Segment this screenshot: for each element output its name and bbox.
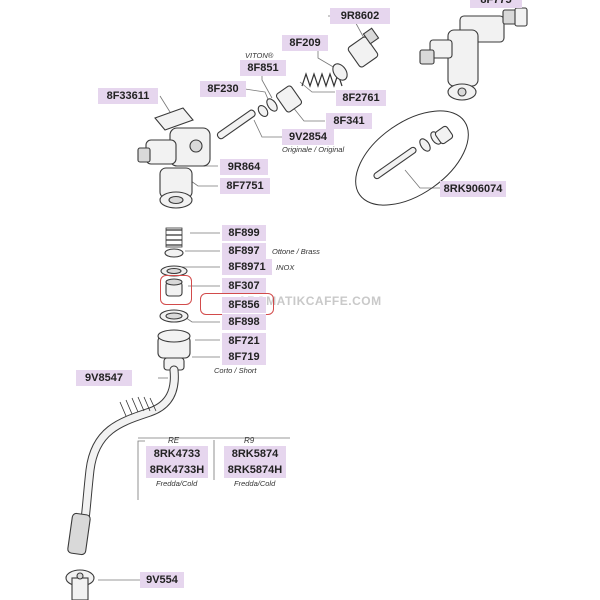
note-originale: Originale / Original: [282, 145, 345, 154]
label-8F851: 8F851: [240, 60, 286, 76]
leader-lines: [98, 15, 440, 581]
label-8F307: 8F307: [222, 278, 266, 294]
label-8RK5874H: 8RK5874H: [224, 462, 286, 478]
label-8F897: 8F897: [222, 243, 266, 259]
note-viton: VITON®: [245, 51, 274, 60]
tip-9V554-drawing: [65, 569, 95, 600]
fitting-9R8602-drawing: [347, 27, 380, 68]
cup-8F230-drawing: [257, 85, 303, 117]
label-8F7751: 8F7751: [220, 178, 270, 194]
label-8F2761: 8F2761: [336, 90, 386, 106]
label-8F775: 8F775: [470, 0, 522, 8]
table-head-re: RE: [168, 436, 180, 445]
label-8F33611: 8F33611: [98, 88, 158, 104]
repair-kit-drawing: [355, 110, 469, 206]
label-8RK5874: 8RK5874: [224, 446, 286, 462]
label-9R8602: 9R8602: [330, 8, 390, 24]
kit-table-frame: [138, 437, 290, 480]
part-8F307-drawing: [165, 278, 183, 297]
steam-pipe-drawing: [67, 365, 179, 556]
label-9R864: 9R864: [220, 159, 268, 175]
spring-8F899-drawing: [165, 227, 183, 248]
note-ottone: Ottone / Brass: [272, 247, 320, 256]
label-8F209: 8F209: [282, 35, 328, 51]
label-9V8547: 9V8547: [76, 370, 132, 386]
note-inox: INOX: [276, 263, 295, 272]
gasket-8F898-drawing: [159, 309, 189, 323]
callout-8F307: [160, 275, 192, 305]
label-8F856: 8F856: [222, 297, 266, 313]
nut-8F209-drawing: [332, 63, 348, 81]
label-8F230: 8F230: [200, 81, 246, 97]
shaft-9V2854-drawing: [216, 109, 256, 140]
label-8F899: 8F899: [222, 225, 266, 241]
label-8F721: 8F721: [222, 333, 266, 349]
washer-8F897-drawing: [160, 248, 188, 277]
label-8RK4733: 8RK4733: [146, 446, 208, 462]
note-fredda-r9: Fredda/Cold: [234, 479, 276, 488]
label-8F719: 8F719: [222, 349, 266, 365]
label-8RK4733H: 8RK4733H: [146, 462, 208, 478]
valve-body-top-right: [419, 7, 528, 101]
table-head-r9: R9: [244, 436, 255, 445]
spring-8F2761-drawing: [301, 72, 343, 88]
label-8F341: 8F341: [326, 113, 372, 129]
label-8F8971: 8F8971: [222, 259, 272, 275]
note-fredda-re: Fredda/Cold: [156, 479, 198, 488]
label-8F898: 8F898: [222, 314, 266, 330]
label-9V2854: 9V2854: [282, 129, 334, 145]
callout-8F856: [200, 293, 274, 315]
nut-8F721-drawing: [157, 329, 191, 371]
valve-body-8F33611-drawing: [137, 107, 211, 209]
note-corto: Corto / Short: [214, 366, 257, 375]
label-8RK906074: 8RK906074: [440, 181, 506, 197]
label-9V554: 9V554: [140, 572, 184, 588]
